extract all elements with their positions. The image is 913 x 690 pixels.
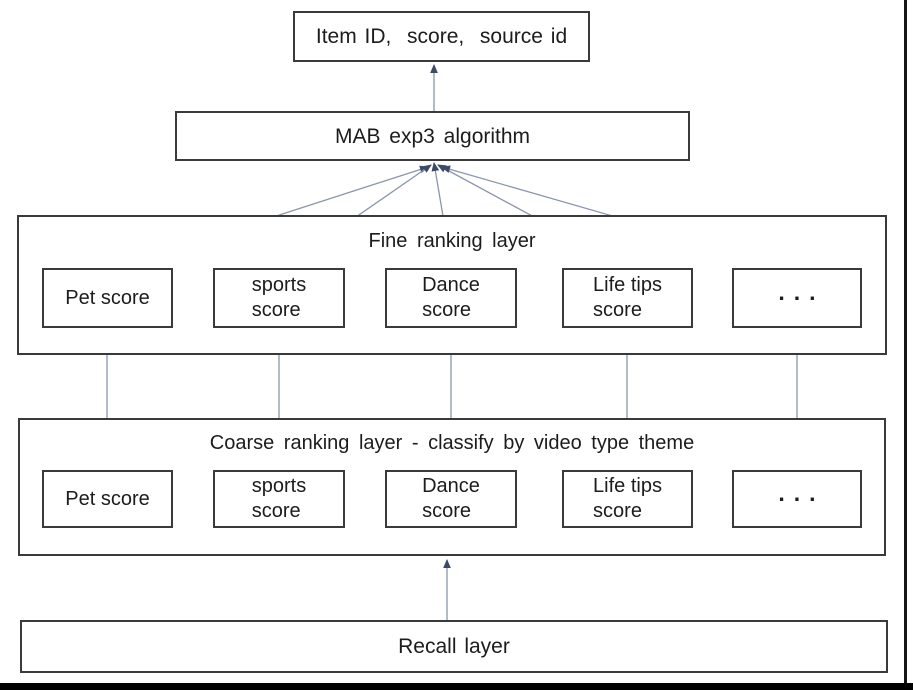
recall-layer-label: Recall layer: [398, 635, 510, 658]
coarse-score-more: ...: [732, 470, 862, 528]
coarse-score-sports-label: sports score: [251, 475, 307, 522]
coarse-score-pet: Pet score: [42, 470, 173, 528]
coarse-score-dance: Dance score: [385, 470, 517, 528]
fine-score-more: ...: [732, 268, 862, 328]
page-bottom-bar: [0, 683, 913, 690]
fine-score-sports-label: sports score: [251, 274, 307, 321]
fine-score-life-tips: Life tips score: [562, 268, 693, 328]
fine-score-more-label: ...: [778, 278, 825, 305]
fine-ranking-layer-title: Fine ranking layer: [368, 230, 536, 252]
mab-algorithm-box: MAB exp3 algorithm: [175, 111, 690, 161]
fine-score-pet: Pet score: [42, 268, 173, 328]
recall-layer-box: Recall layer: [20, 620, 888, 673]
coarse-score-sports: sports score: [213, 470, 345, 528]
page-right-border: [904, 0, 907, 690]
fine-score-life-tips-label: Life tips score: [593, 274, 662, 321]
mab-algorithm-label: MAB exp3 algorithm: [334, 124, 531, 148]
coarse-ranking-layer-title: Coarse ranking layer - classify by video…: [209, 432, 695, 454]
fine-score-sports: sports score: [213, 268, 345, 328]
fine-score-dance: Dance score: [385, 268, 517, 328]
coarse-score-pet-label: Pet score: [65, 487, 150, 510]
coarse-score-life-tips: Life tips score: [562, 470, 693, 528]
coarse-score-dance-label: Dance score: [422, 475, 480, 522]
fine-score-dance-label: Dance score: [422, 274, 480, 321]
coarse-score-life-tips-label: Life tips score: [593, 475, 662, 522]
output-box: Item ID, score, source id: [293, 11, 590, 62]
output-box-label: Item ID, score, source id: [315, 25, 568, 48]
coarse-score-more-label: ...: [778, 479, 825, 506]
fine-score-pet-label: Pet score: [65, 286, 150, 309]
